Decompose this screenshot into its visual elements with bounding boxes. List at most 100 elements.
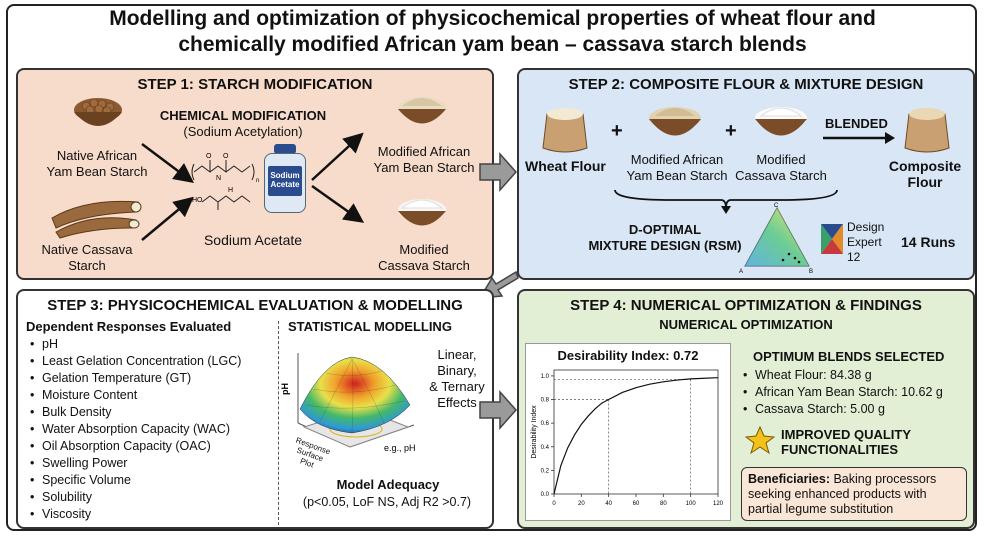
blend-item: Cassava Starch: 5.00 g <box>741 401 981 418</box>
svg-text:H: H <box>228 187 233 194</box>
plus-sign-1: + <box>611 120 623 142</box>
divider <box>278 321 279 525</box>
y-tick-label: 0.8 <box>541 398 550 404</box>
modified-ayb-bowl-icon <box>398 97 446 124</box>
svg-text:O: O <box>223 153 229 160</box>
reagent-label: Sodium Acetate <box>203 232 303 248</box>
y-tick-label: 0.0 <box>541 492 550 498</box>
beneficiaries-box: Beneficiaries: Baking processors seeking… <box>741 467 967 521</box>
responses-title: Dependent Responses Evaluated <box>26 319 232 334</box>
native-ayb-label: Native African Yam Bean Starch <box>46 148 148 179</box>
y-tick-label: 0.4 <box>541 445 550 451</box>
svg-text:O: O <box>206 153 212 160</box>
step2-mod-cassava-label: Modified Cassava Starch <box>735 152 827 183</box>
arrow-step1-to-step2 <box>479 152 518 192</box>
wheat-flour-sack-icon <box>542 108 588 153</box>
x-tick-label: 20 <box>578 501 585 507</box>
response-item: Oil Absorption Capacity (OAC) <box>28 438 278 455</box>
chem-mod-subtitle: (Sodium Acetylation) <box>183 124 303 139</box>
x-tick-label: 40 <box>605 501 612 507</box>
response-item: Moisture Content <box>28 387 278 404</box>
responses-list: pH Least Gelation Concentration (LGC) Ge… <box>28 336 278 523</box>
chemical-structure-icon: O O N n HO H <box>191 153 259 210</box>
response-item: Gelation Temperature (GT) <box>28 370 278 387</box>
software-label: Design Expert 12 <box>847 220 885 264</box>
step4-subtitle: NUMERICAL OPTIMIZATION <box>659 317 833 332</box>
plus-sign-2: + <box>725 120 737 142</box>
adequacy-criteria: (p<0.05, LoF NS, Adj R2 >0.7) <box>302 495 472 509</box>
design-label: D-OPTIMAL MIXTURE DESIGN (RSM) <box>588 222 742 253</box>
x-tick-label: 60 <box>633 501 640 507</box>
native-cassava-label: Native Cassava Starch <box>41 242 133 273</box>
stats-title: STATISTICAL MODELLING <box>288 319 452 334</box>
effects-label: Linear, Binary, & Ternary Effects <box>429 347 485 410</box>
response-item: pH <box>28 336 278 353</box>
composite-flour-label: Composite Flour <box>888 158 962 190</box>
chart-title: Desirability Index: 0.72 <box>557 348 699 363</box>
composite-flour-sack-icon <box>904 108 950 153</box>
tri-label-c: C <box>774 203 779 209</box>
bean-bowl-icon <box>74 98 122 126</box>
adequacy-title: Model Adequacy <box>336 477 440 492</box>
step2-panel: STEP 2: COMPOSITE FLOUR & MIXTURE DESIGN… <box>517 68 975 280</box>
mod-ayb-bowl-icon <box>649 107 701 136</box>
title-line-1: Modelling and optimization of physicoche… <box>109 7 876 30</box>
sodium-acetate-bottle-icon: Sodium Acetate <box>262 144 308 214</box>
response-surface-plot: pH e.g., pH <box>280 353 416 453</box>
beneficiaries-label: Beneficiaries: <box>748 472 830 486</box>
blended-arrow <box>823 132 895 144</box>
y-tick-label: 0.6 <box>541 421 550 427</box>
step1-panel: STEP 1: STARCH MODIFICATION Native Afric… <box>16 68 494 280</box>
mod-ayb-label: Modified African Yam Bean Starch <box>373 144 475 175</box>
y-axis-label: Desirability Index <box>531 405 538 459</box>
response-item: Specific Volume <box>28 472 278 489</box>
plot-x-label: e.g., pH <box>384 443 416 453</box>
arrow-step3-to-step4 <box>479 390 518 430</box>
beneficiaries-text: Baking processors seeking enhanced produ… <box>748 472 937 516</box>
diverging-arrows <box>311 132 365 223</box>
x-tick-label: 120 <box>713 501 724 507</box>
desirability-curve <box>553 377 719 495</box>
response-item: Viscosity <box>28 506 278 523</box>
star-icon <box>745 425 775 455</box>
design-expert-logo-icon <box>821 224 843 254</box>
plot-z-label: pH <box>280 383 290 395</box>
grouping-brace <box>614 189 838 214</box>
desirability-chart-box: Desirability Index: 0.72 0 20 40 60 80 100 120… <box>525 343 731 521</box>
response-item: Swelling Power <box>28 455 278 472</box>
x-tick-label: 0 <box>552 501 556 507</box>
blend-item: African Yam Bean Starch: 10.62 g <box>741 384 981 401</box>
title-line-2: chemically modified African yam bean – c… <box>178 33 807 56</box>
step2-title: STEP 2: COMPOSITE FLOUR & MIXTURE DESIGN <box>568 76 924 93</box>
y-tick-label: 0.2 <box>541 468 550 474</box>
bottle-label: Sodium Acetate <box>268 166 302 196</box>
page-title: Modelling and optimization of physicoche… <box>0 6 985 58</box>
x-tick-label: 80 <box>660 501 667 507</box>
response-item: Bulk Density <box>28 404 278 421</box>
desirability-chart: 0 20 40 60 80 100 120 0.0 0.2 0.4 0.6 0.8 1.0Desirab… <box>531 369 724 507</box>
tri-label-b: B <box>809 269 813 275</box>
step3-title: STEP 3: PHYSICOCHEMICAL EVALUATION & MOD… <box>47 297 463 314</box>
plot-frame <box>553 369 719 495</box>
cassava-root-icon <box>51 200 142 239</box>
svg-text:N: N <box>216 175 221 182</box>
modified-cassava-bowl-icon <box>398 199 446 226</box>
step4-title: STEP 4: NUMERICAL OPTIMIZATION & FINDING… <box>570 297 922 314</box>
response-item: Solubility <box>28 489 278 506</box>
y-tick-label: 1.0 <box>541 374 550 380</box>
chem-mod-title: CHEMICAL MODIFICATION <box>159 108 327 123</box>
svg-text:n: n <box>256 178 259 184</box>
runs-label: 14 Runs <box>901 234 956 250</box>
converging-arrows <box>141 143 194 241</box>
blended-label: BLENDED <box>825 116 888 131</box>
blends-list: Wheat Flour: 84.38 g African Yam Bean St… <box>741 367 981 418</box>
wheat-flour-label: Wheat Flour <box>525 158 606 174</box>
x-tick-label: 100 <box>686 501 697 507</box>
mod-cassava-label: Modified Cassava Starch <box>378 242 470 273</box>
blend-item: Wheat Flour: 84.38 g <box>741 367 981 384</box>
response-item: Least Gelation Concentration (LGC) <box>28 353 278 370</box>
optimum-title: OPTIMUM BLENDS SELECTED <box>753 349 945 364</box>
svg-text:HO: HO <box>192 197 203 204</box>
tri-label-a: A <box>739 269 743 275</box>
step1-title: STEP 1: STARCH MODIFICATION <box>137 76 373 93</box>
